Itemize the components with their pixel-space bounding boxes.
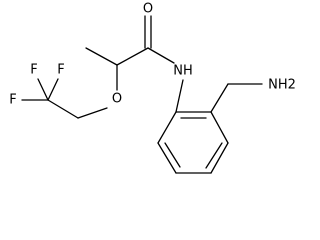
bond-carbonyl-nitrogen	[147, 47, 175, 64]
atom-amine-group: NH2	[268, 78, 296, 93]
bond-cf3-f-top-left	[37, 78, 49, 101]
atom-carbonyl-oxygen: O	[143, 2, 153, 17]
ring-inner-double-3	[164, 142, 181, 168]
atom-fluorine-top-left: F	[30, 63, 37, 78]
atom-labels: O NH O F F F NH2	[9, 2, 296, 108]
ring-bond-2	[210, 111, 229, 144]
atom-fluorine-top-right: F	[57, 63, 64, 78]
bond-alpha-methyl	[85, 47, 118, 66]
atom-ether-oxygen: O	[112, 92, 122, 107]
atom-amide-nitrogen: NH	[173, 64, 193, 79]
bond-ring-aminomethyl	[210, 83, 229, 113]
ring-bond-6	[157, 111, 177, 144]
bond-cf3-f-top-right	[47, 78, 59, 101]
ring-inner-double-2	[205, 142, 223, 169]
ring-bond-5	[157, 142, 177, 174]
ring-bond-3	[210, 142, 229, 174]
bond-methylene-cf3	[47, 99, 79, 119]
bond-ether-oxygen-methylene	[77, 107, 108, 119]
structure-canvas: O NH O F F F NH2	[9, 2, 296, 174]
bond-carbonyl-alpha	[116, 47, 149, 66]
bonds	[21, 15, 263, 174]
molecule-diagram: O NH O F F F NH2	[9, 2, 296, 174]
atom-fluorine-left: F	[9, 93, 16, 108]
bond-nitrogen-ring	[175, 79, 184, 113]
